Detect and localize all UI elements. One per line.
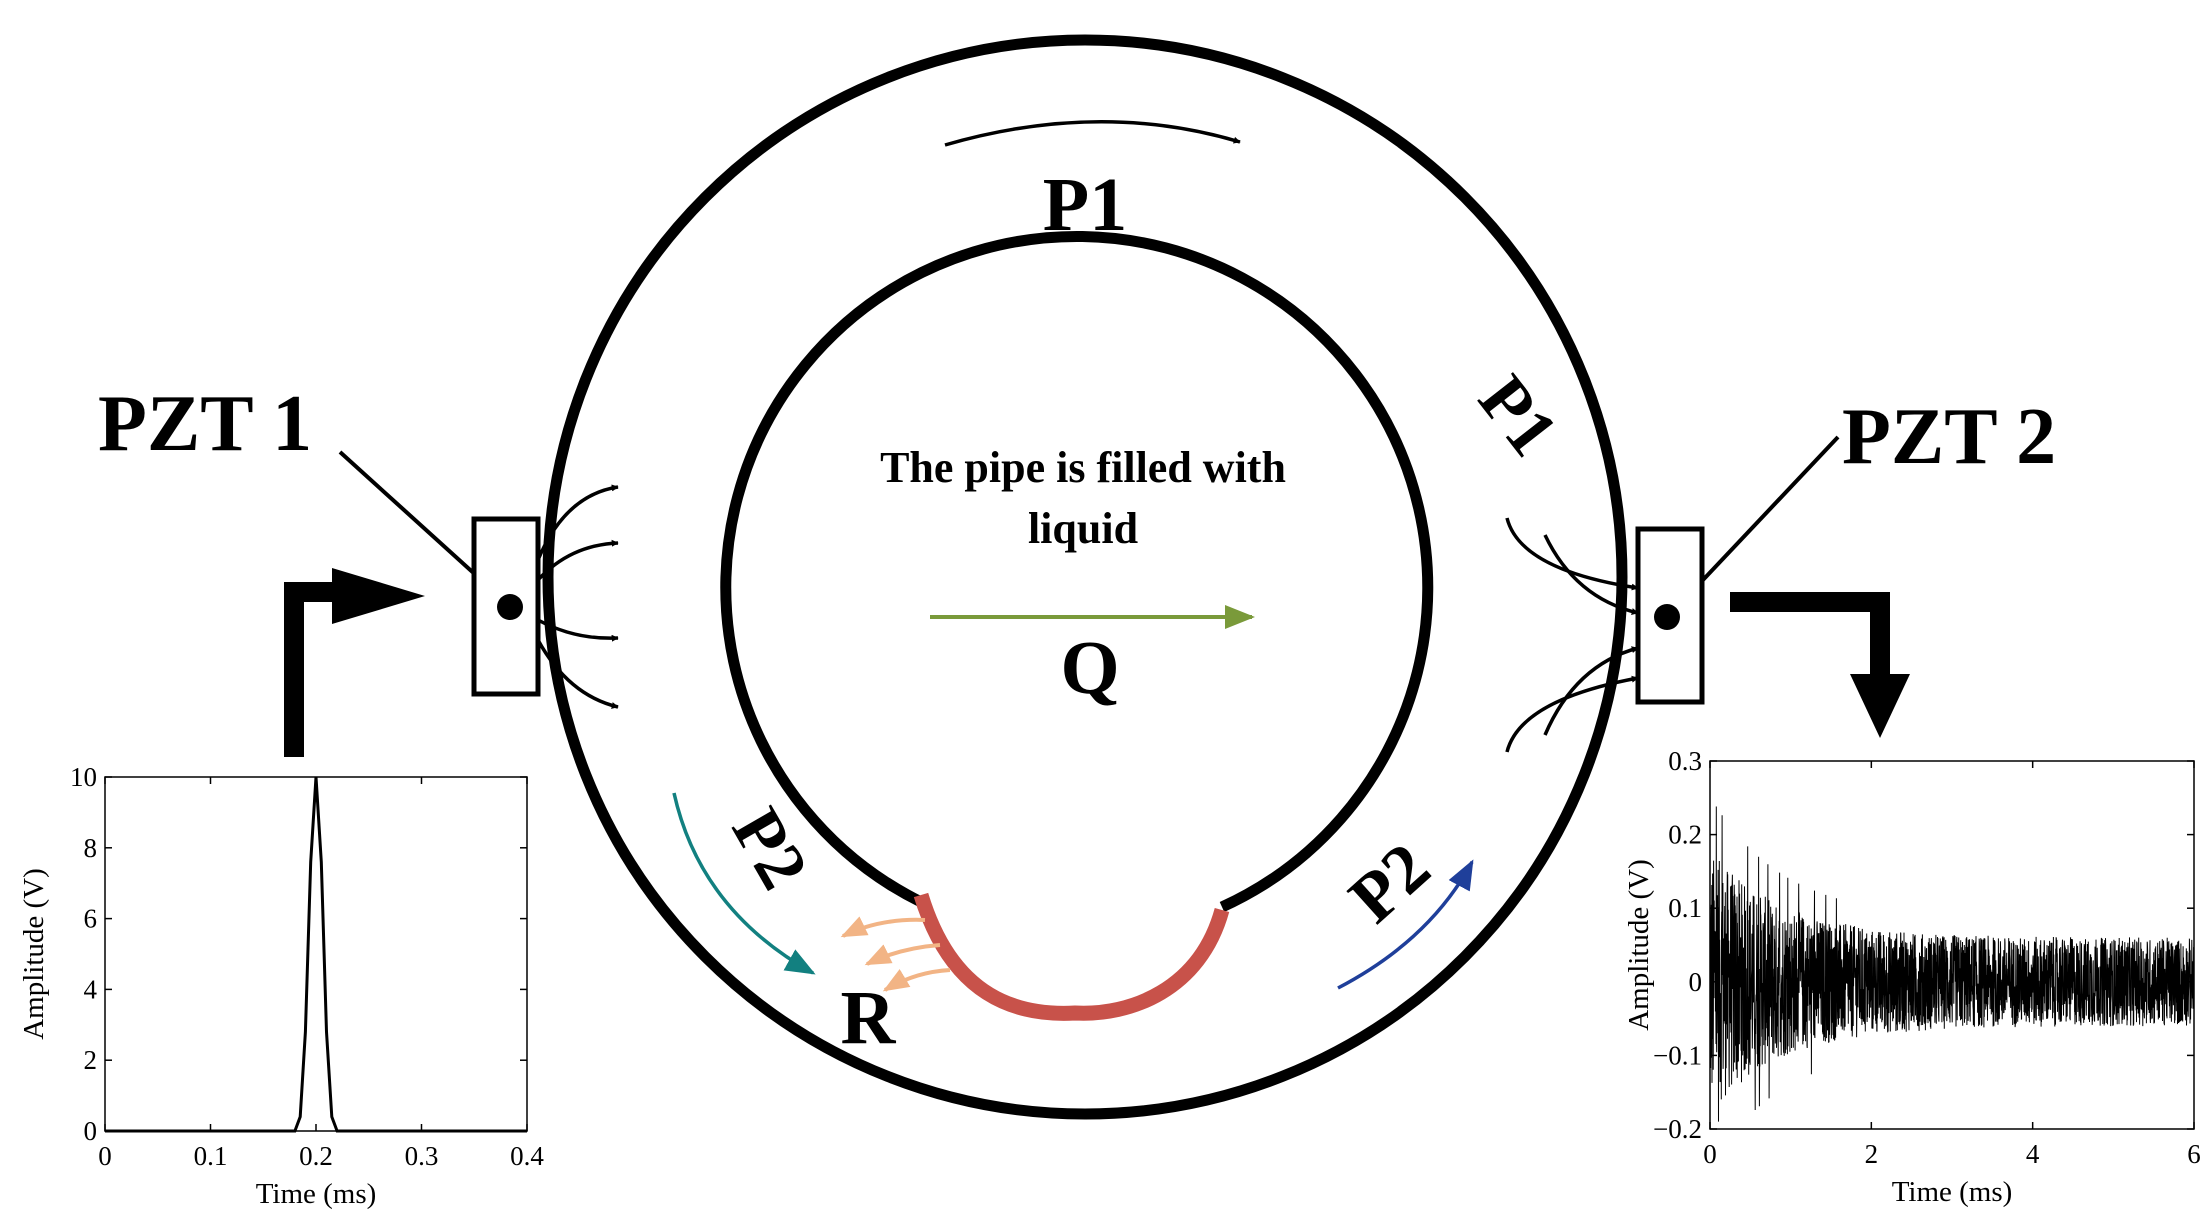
p1-top-arrow bbox=[944, 120, 1241, 147]
pzt2-output-arrowhead bbox=[1850, 674, 1910, 738]
inner-pipe-wall bbox=[720, 231, 1434, 913]
left-chart-ytick-label: 6 bbox=[84, 904, 98, 934]
left-chart-xtick-label: 0 bbox=[98, 1141, 112, 1171]
pipe-text-line1: The pipe is filled with bbox=[880, 443, 1286, 492]
pzt1-emission-arrows bbox=[536, 484, 619, 709]
pzt2-label: PZT 2 bbox=[1842, 393, 2056, 481]
defect-region bbox=[913, 892, 1230, 1021]
left-chart-ytick-label: 0 bbox=[84, 1116, 98, 1146]
pzt2-dot bbox=[1654, 604, 1680, 630]
p1-right-label: P1 bbox=[1463, 362, 1572, 471]
right-chart-ytick-label: 0.1 bbox=[1668, 893, 1702, 923]
reflection-arrows bbox=[840, 916, 951, 992]
pzt2-reception-arrows bbox=[1505, 517, 1639, 753]
left-chart-xlabel: Time (ms) bbox=[256, 1178, 377, 1210]
flow-label-q: Q bbox=[1060, 626, 1119, 710]
left-chart-ytick-label: 8 bbox=[84, 833, 98, 863]
right-chart-ytick-label: 0.2 bbox=[1668, 820, 1702, 850]
pzt2-output-arrow bbox=[1730, 592, 1890, 680]
pzt1-input-arrowhead bbox=[332, 568, 425, 624]
right-chart-xlabel: Time (ms) bbox=[1892, 1176, 2013, 1208]
right-chart-series-line bbox=[1709, 806, 2195, 1122]
reflection-label-r: R bbox=[841, 976, 897, 1060]
left-chart-xtick-label: 0.3 bbox=[405, 1141, 439, 1171]
right-chart-ytick-label: −0.2 bbox=[1653, 1114, 1702, 1144]
pzt1-dot bbox=[497, 594, 523, 620]
left-chart-plot-frame bbox=[104, 776, 528, 1132]
right-chart-ytick-label: 0.3 bbox=[1668, 746, 1702, 776]
pipe-text-line2: liquid bbox=[1028, 504, 1138, 553]
outer-pipe-wall bbox=[542, 34, 1628, 1120]
left-chart-ytick-label: 10 bbox=[70, 762, 97, 792]
right-chart-xtick-label: 4 bbox=[2026, 1139, 2040, 1169]
right-chart-xtick-label: 2 bbox=[1865, 1139, 1879, 1169]
p2-right-arrow bbox=[1337, 859, 1474, 990]
pzt1-input-arrow bbox=[284, 582, 340, 757]
left-chart-ytick-label: 2 bbox=[84, 1045, 98, 1075]
p1-top-label: P1 bbox=[1043, 163, 1127, 247]
left-chart-xtick-label: 0.2 bbox=[299, 1141, 333, 1171]
right-chart-ytick-label: −0.1 bbox=[1653, 1040, 1702, 1070]
left-chart-xtick-label: 0.1 bbox=[194, 1141, 228, 1171]
right-chart-ytick-label: 0 bbox=[1689, 967, 1703, 997]
right-chart-xtick-label: 6 bbox=[2187, 1139, 2201, 1169]
left-chart-series-line bbox=[105, 776, 527, 1133]
left-chart-ytick-label: 4 bbox=[84, 974, 98, 1004]
left-chart-ylabel: Amplitude (V) bbox=[18, 868, 50, 1040]
pzt1-label: PZT 1 bbox=[98, 380, 312, 468]
left-chart-xtick-label: 0.4 bbox=[510, 1141, 544, 1171]
right-chart-xtick-label: 0 bbox=[1703, 1139, 1717, 1169]
right-chart-ylabel: Amplitude (V) bbox=[1623, 859, 1655, 1031]
p2-left-arrow bbox=[672, 792, 816, 975]
